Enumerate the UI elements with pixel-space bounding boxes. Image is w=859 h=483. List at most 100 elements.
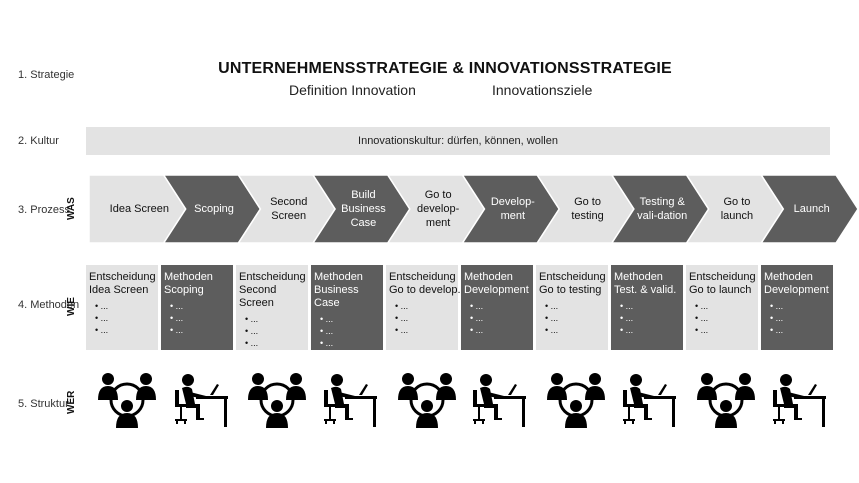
person-at-desk-icon — [770, 370, 828, 435]
method-bullet-list: ......... — [764, 300, 833, 336]
method-bullet: ... — [320, 337, 383, 349]
row-label-methoden: 4. Methoden — [18, 299, 80, 311]
row-label-kultur: 2. Kultur — [18, 135, 59, 147]
method-bullet: ... — [170, 300, 233, 312]
kultur-text: Innovationskultur: dürfen, können, wolle… — [358, 135, 558, 147]
person-at-desk-icon — [321, 370, 379, 435]
method-bullet: ... — [395, 312, 458, 324]
method-bullet: ... — [620, 324, 683, 336]
method-bullet: ... — [770, 300, 833, 312]
method-box: EntscheidungSecondScreen......... — [236, 265, 308, 350]
person-at-desk-icon — [620, 370, 678, 435]
method-box-title: Idea Screen — [89, 284, 149, 296]
method-bullet: ... — [770, 312, 833, 324]
method-box: MethodenDevelopment......... — [461, 265, 533, 350]
method-box-title: Entscheidung — [389, 271, 456, 283]
method-box-title: Methoden — [614, 271, 663, 283]
process-step-label: Go to develop-ment — [417, 189, 460, 229]
method-box-title: Case — [314, 297, 340, 309]
method-bullet: ... — [470, 312, 533, 324]
method-box-title: Methoden — [464, 271, 513, 283]
method-bullet-list: ......... — [539, 300, 608, 336]
method-bullet-list: ......... — [614, 300, 683, 336]
process-step-label: Launch — [793, 203, 830, 215]
team-meeting-icon — [246, 370, 308, 435]
method-bullet: ... — [770, 324, 833, 336]
method-bullet: ... — [620, 300, 683, 312]
method-box-title: Screen — [239, 297, 274, 309]
team-meeting-icon — [396, 370, 458, 435]
strategy-sub-left: Definition Innovation — [289, 82, 416, 98]
method-bullet: ... — [170, 324, 233, 336]
method-box-title: Go to develop. — [389, 284, 461, 296]
method-bullet: ... — [95, 312, 158, 324]
method-bullet: ... — [320, 313, 383, 325]
method-bullet: ... — [395, 324, 458, 336]
process-step-label: Idea Screen — [109, 203, 169, 215]
person-at-desk-icon — [470, 370, 528, 435]
method-bullet: ... — [470, 324, 533, 336]
method-bullet: ... — [695, 300, 758, 312]
method-box-title: Test. & valid. — [614, 284, 677, 296]
method-bullet-list: ......... — [689, 300, 758, 336]
method-box-title: Go to testing — [539, 284, 602, 296]
method-bullet: ... — [695, 312, 758, 324]
process-step-label: Build Business Case — [341, 189, 386, 229]
method-box-title: Development — [764, 284, 829, 296]
method-bullet: ... — [245, 337, 308, 349]
row-label-prozess: 3. Prozess — [18, 204, 70, 216]
method-box-title: Entscheidung — [89, 271, 156, 283]
method-bullet: ... — [695, 324, 758, 336]
kultur-bar: Innovationskultur: dürfen, können, wolle… — [86, 127, 830, 155]
team-meeting-icon — [695, 370, 757, 435]
person-at-desk-icon — [172, 370, 230, 435]
method-box-title: Methoden — [764, 271, 813, 283]
method-bullet-list: ......... — [164, 300, 233, 336]
method-bullet: ... — [545, 300, 608, 312]
method-box-title: Development — [464, 284, 529, 296]
method-bullet: ... — [320, 325, 383, 337]
method-bullet: ... — [470, 300, 533, 312]
process-step-label: Go to testing — [571, 196, 604, 222]
method-box-title: Entscheidung — [239, 271, 306, 283]
process-step-label: Develop-ment — [490, 196, 535, 222]
method-bullet: ... — [245, 325, 308, 337]
strategy-sub-right: Innovationsziele — [492, 82, 593, 98]
method-box: MethodenScoping......... — [161, 265, 233, 350]
process-chevron — [759, 174, 859, 244]
strategy-title: UNTERNEHMENSSTRATEGIE & INNOVATIONSSTRAT… — [218, 60, 672, 77]
team-meeting-icon — [545, 370, 607, 435]
team-meeting-icon — [96, 370, 158, 435]
method-box-title: Go to launch — [689, 284, 752, 296]
process-step-label: Scoping — [194, 203, 234, 215]
method-bullet-list: ......... — [464, 300, 533, 336]
row-label-strategie: 1. Strategie — [18, 69, 75, 81]
process-step-label: Second Screen — [270, 196, 308, 222]
method-box-title: Entscheidung — [689, 271, 756, 283]
method-bullet: ... — [620, 312, 683, 324]
method-bullet-list: ......... — [89, 300, 158, 336]
method-box: MethodenBusinessCase......... — [311, 265, 383, 350]
method-box: MethodenDevelopment......... — [761, 265, 833, 350]
process-step-label: Go to launch — [720, 196, 754, 222]
method-bullet-list: ......... — [314, 313, 383, 349]
method-box-title: Methoden — [164, 271, 213, 283]
method-bullet-list: ......... — [239, 313, 308, 349]
method-bullet: ... — [95, 300, 158, 312]
method-bullet: ... — [95, 324, 158, 336]
method-box-title: Second — [239, 284, 277, 296]
method-bullet: ... — [395, 300, 458, 312]
method-box-title: Entscheidung — [539, 271, 606, 283]
method-box-title: Scoping — [164, 284, 204, 296]
method-bullet: ... — [245, 313, 308, 325]
method-bullet: ... — [545, 312, 608, 324]
method-box-title: Business — [314, 284, 359, 296]
process-step-label: Testing & vali-dation — [637, 196, 688, 222]
method-bullet: ... — [170, 312, 233, 324]
row-label-struktur: 5. Struktur — [18, 398, 69, 410]
